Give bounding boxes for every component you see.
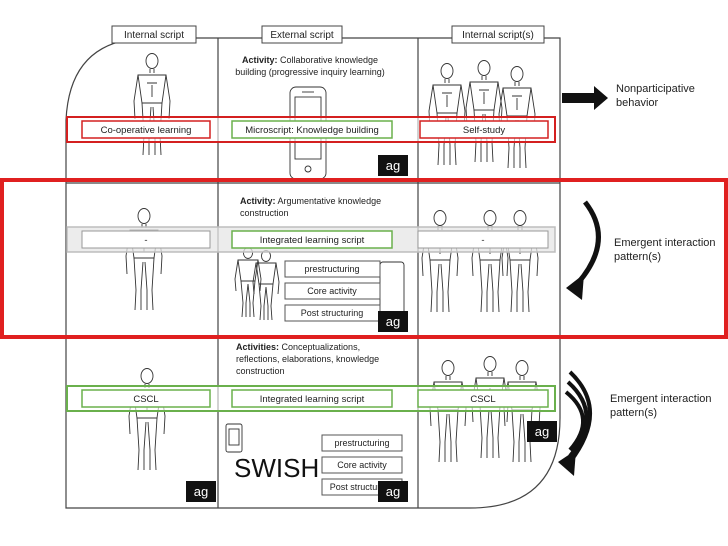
ag-badge: ag <box>386 484 400 499</box>
activity-row2: Activity: Argumentative knowledge constr… <box>240 196 381 218</box>
activity-row1-bold: Activity: <box>242 55 278 65</box>
stack-row3-pre: prestructuring <box>334 438 389 448</box>
side-note-row3: Emergent interaction pattern(s) <box>610 393 712 419</box>
nonparticipative-arrow <box>562 86 608 110</box>
header-internal-scripts: Internal script(s) <box>462 30 534 41</box>
activity-row1-line1: Collaborative knowledge <box>277 55 378 65</box>
column-headers: Internal script External script Internal… <box>111 25 545 44</box>
svg-text:Activity: Argumentative knowle: Activity: Argumentative knowledge <box>240 196 381 206</box>
emergent-arrow-row3 <box>558 370 592 476</box>
side-note-row3-line1: Emergent interaction <box>610 393 712 405</box>
right-label-row2: - <box>481 235 484 246</box>
right-label-row3: CSCL <box>470 394 495 405</box>
side-note-row2-line1: Emergent interaction <box>614 237 716 249</box>
person-illustration <box>128 368 166 471</box>
activity-row3: Activities: Conceptualizations, reflecti… <box>236 342 379 376</box>
header-internal-script: Internal script <box>124 30 184 41</box>
person-illustration <box>421 210 459 313</box>
svg-text:Activity: Collaborative knowle: Activity: Collaborative knowledge <box>242 55 378 65</box>
activity-row3-bold: Activities: <box>236 342 279 352</box>
script-band-row3: CSCL Integrated learning script CSCL <box>66 385 556 412</box>
activity-row2-line2: construction <box>240 208 289 218</box>
left-label-row3: CSCL <box>133 394 158 405</box>
activity-row2-line1: Argumentative knowledge <box>276 196 382 206</box>
side-note-row2: Emergent interaction pattern(s) <box>614 237 716 263</box>
stack-row2-post: Post structuring <box>301 308 364 318</box>
left-label-row2: - <box>144 235 147 246</box>
stack-row3-core: Core activity <box>337 460 387 470</box>
ag-badge: ag <box>535 424 549 439</box>
script-band-row2: - Integrated learning script - <box>66 226 556 253</box>
activity-row1: Activity: Collaborative knowledge buildi… <box>235 55 385 77</box>
middle-label-row1: Microscript: Knowledge building <box>245 125 379 136</box>
stack-row2-pre: prestructuring <box>304 264 359 274</box>
side-note-row1-line2: behavior <box>616 97 659 109</box>
side-note-row1-line1: Nonparticipative <box>616 83 695 95</box>
activity-row2-bold: Activity: <box>240 196 276 206</box>
stack-row3-post: Post structuring <box>330 482 393 492</box>
person-illustration <box>465 60 503 163</box>
middle-label-row2: Integrated learning script <box>260 235 365 246</box>
swish-label: SWISH <box>234 453 319 483</box>
middle-label-row3: Integrated learning script <box>260 394 365 405</box>
small-device-illustration <box>225 423 243 453</box>
header-external-script: External script <box>270 30 334 41</box>
emergent-arrow-row2 <box>566 200 601 300</box>
person-illustration <box>252 250 280 321</box>
side-note-row1: Nonparticipative behavior <box>616 83 695 109</box>
right-label-row1: Self-study <box>463 125 505 136</box>
ag-badges: ag ag ag ag ag <box>186 155 557 502</box>
person-illustration <box>234 247 262 318</box>
stack-row2: prestructuring Core activity Post struct… <box>284 260 381 322</box>
highlight-frame <box>0 178 728 339</box>
activity-row3-line3: construction <box>236 366 285 376</box>
activity-row3-line2: reflections, elaborations, knowledge <box>236 354 379 364</box>
svg-text:Activities: Conceptualizations: Activities: Conceptualizations, <box>236 342 360 352</box>
activity-row3-line1: Conceptualizations, <box>279 342 360 352</box>
ag-badge: ag <box>386 314 400 329</box>
script-band-row1: Co-operative learning Microscript: Knowl… <box>66 116 556 143</box>
side-note-row3-line2: pattern(s) <box>610 407 657 419</box>
person-illustration <box>428 63 466 166</box>
stack-row2-core: Core activity <box>307 286 357 296</box>
person-illustration <box>125 208 163 311</box>
ag-badge: ag <box>194 484 208 499</box>
side-note-row2-line2: pattern(s) <box>614 251 661 263</box>
activity-row1-line2: building (progressive inquiry learning) <box>235 67 385 77</box>
left-label-row1: Co-operative learning <box>101 125 192 136</box>
ag-badge: ag <box>386 158 400 173</box>
